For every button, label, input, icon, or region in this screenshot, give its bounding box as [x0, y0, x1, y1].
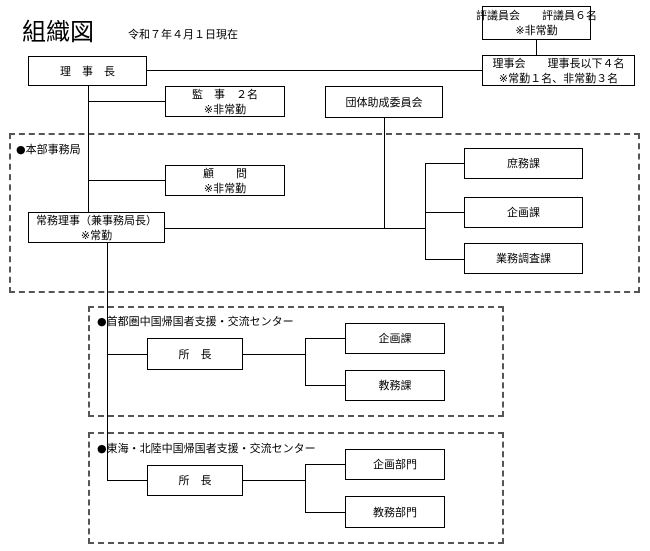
shuto-director-label: 所 長 [178, 347, 212, 361]
komon-title: 顧 問 [203, 166, 247, 180]
connector-line [88, 180, 165, 181]
shuto-division-label: 企画課 [378, 332, 412, 345]
connector-line [147, 70, 482, 71]
kanji-box: 監 事 ２名 ※非常勤 [165, 86, 285, 117]
connector-line [165, 228, 425, 229]
connector-line [107, 354, 147, 355]
tokai-division-box: 教務部門 [345, 496, 445, 528]
connector-line [305, 385, 345, 386]
riji-note: ※常勤１名、非常勤３名 [498, 71, 619, 85]
hyogiin-title: 評議員会 評議員６名 [476, 9, 597, 22]
connector-line [536, 40, 537, 55]
jomu-title: 常務理事（兼事務局長） [36, 213, 157, 227]
hyogiin-note: ※非常勤 [515, 24, 558, 37]
dantai-box: 団体助成委員会 [325, 86, 443, 118]
date-label: 令和７年４月１日現在 [128, 28, 238, 41]
jomu-note: ※常勤 [80, 228, 113, 242]
honbu-section [9, 133, 640, 293]
shuto-division-box: 企画課 [345, 323, 445, 354]
honbu-division-label: 企画課 [507, 206, 540, 219]
tokai-director-label: 所 長 [178, 474, 212, 487]
rijicho-label: 理 事 長 [60, 64, 115, 78]
connector-line [107, 243, 108, 480]
honbu-division-box: 庶務課 [464, 148, 583, 179]
tokai-section [88, 432, 504, 544]
tokai-label: ●東海・北陸中国帰国者支援・交流センター [97, 442, 316, 455]
jomu-box: 常務理事（兼事務局長） ※常勤 [28, 212, 165, 243]
connector-line [384, 118, 385, 228]
rijicho-box: 理 事 長 [28, 56, 147, 86]
honbu-division-box: 企画課 [464, 197, 583, 228]
kanji-note: ※非常勤 [203, 102, 247, 116]
riji-box: 理事会 理事長以下４名 ※常勤１名、非常勤３名 [482, 55, 635, 86]
honbu-label: ●本部事務局 [16, 143, 81, 156]
tokai-division-box: 企画部門 [345, 449, 445, 480]
connector-line [305, 338, 345, 339]
page-title: 組織図 [22, 18, 94, 46]
dantai-label: 団体助成委員会 [345, 95, 423, 109]
connector-line [425, 163, 464, 164]
connector-line [305, 464, 306, 512]
riji-title: 理事会 理事長以下４名 [492, 56, 625, 70]
connector-line [425, 163, 426, 259]
connector-line [305, 338, 306, 385]
honbu-division-label: 業務調査課 [496, 252, 551, 265]
connector-line [305, 512, 345, 513]
connector-line [425, 212, 464, 213]
komon-box: 顧 問 ※非常勤 [165, 165, 285, 196]
hyogiin-box: 評議員会 評議員６名 ※非常勤 [476, 6, 597, 40]
tokai-division-label: 教務部門 [373, 505, 417, 519]
shuto-director-box: 所 長 [147, 338, 243, 370]
connector-line [107, 480, 147, 481]
connector-line [305, 464, 345, 465]
honbu-division-box: 業務調査課 [464, 243, 583, 274]
tokai-division-label: 企画部門 [373, 458, 417, 471]
komon-note: ※非常勤 [203, 181, 247, 195]
shuto-label: ●首都圏中国帰国者支援・交流センター [97, 315, 294, 328]
shuto-division-label: 教務課 [378, 379, 412, 392]
tokai-director-box: 所 長 [147, 465, 243, 496]
honbu-division-label: 庶務課 [507, 157, 540, 170]
kanji-title: 監 事 ２名 [192, 87, 258, 101]
connector-line [243, 480, 305, 481]
connector-line [243, 354, 305, 355]
connector-line [88, 101, 165, 102]
shuto-division-box: 教務課 [345, 370, 445, 401]
connector-line [425, 259, 464, 260]
connector-line [88, 86, 89, 212]
shuto-section [88, 306, 504, 417]
